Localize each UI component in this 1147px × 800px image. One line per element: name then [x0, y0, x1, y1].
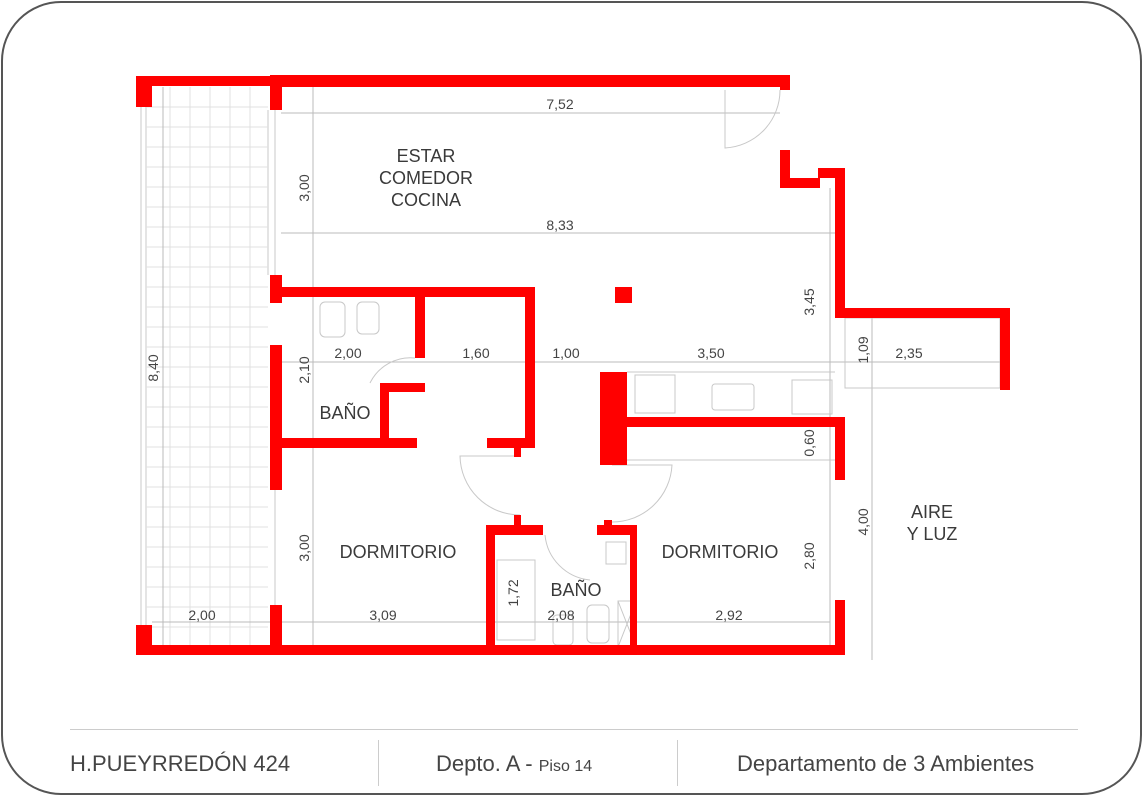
dim-bath2-width: 2,08: [547, 607, 574, 623]
label-aire: AIRE: [911, 502, 953, 522]
room-label-cocina: COCINA: [391, 190, 461, 210]
entry-door-swing: [724, 89, 781, 149]
dimension-labels: 7,52 8,33 3,00 3,45 8,40 2,00 2,10 1,60 …: [145, 96, 923, 623]
dim-kitchen-width: 3,50: [697, 345, 724, 361]
bathtub-icon: [496, 559, 536, 641]
footer-floor: Piso 14: [538, 758, 593, 775]
room-label-comedor: COMEDOR: [379, 168, 473, 188]
dim-air-depth: 4,00: [855, 508, 871, 535]
footer-unit-label: Depto. A -: [436, 751, 533, 776]
footer-address: H.PUEYRREDÓN 424: [70, 751, 291, 776]
dim-laundry-width: 2,35: [895, 345, 922, 361]
dim-top-width: 7,52: [546, 96, 573, 112]
footer-type: Departamento de 3 Ambientes: [737, 751, 1035, 776]
dim-hall-width: 1,00: [552, 345, 579, 361]
dim-balcony-width: 2,00: [188, 607, 215, 623]
room-label-bedroom2: DORMITORIO: [662, 542, 779, 562]
room-labels: ESTAR COMEDOR COCINA BAÑO BAÑO DORMITORI…: [319, 146, 957, 600]
footer-unit: Depto. A - Piso 14: [436, 751, 592, 777]
dim-laundry-depth: 1,09: [855, 336, 871, 363]
bedroom1-door-swing: [459, 455, 521, 516]
footer-separator: [378, 740, 379, 786]
dim-bedroom2-depth: 2,80: [801, 542, 817, 569]
label-y-luz: Y LUZ: [907, 524, 958, 544]
toilet2-icon: [586, 604, 610, 644]
footer-separator: [677, 740, 678, 786]
dim-bath2-depth: 1,72: [505, 579, 521, 606]
footer-divider: [70, 729, 1078, 730]
dim-bath1-depth: 2,10: [296, 356, 312, 383]
bedroom2-door-swing: [611, 464, 673, 523]
room-label-bedroom1: DORMITORIO: [340, 542, 457, 562]
washbasin-icon: [605, 541, 627, 565]
room-label-bath1: BAÑO: [319, 402, 370, 423]
dim-closet-width: 1,60: [462, 345, 489, 361]
dim-living-depth: 3,00: [296, 174, 312, 201]
stove-icon: [791, 379, 833, 415]
dim-bath1-width: 2,00: [334, 345, 361, 361]
dim-kitchen-depth: 0,60: [801, 429, 817, 456]
bath2-door-swing: [544, 534, 591, 581]
counter-icon: [634, 374, 676, 414]
column: [615, 287, 632, 303]
dim-right-depth: 3,45: [801, 288, 817, 315]
bidet-icon: [356, 301, 380, 335]
balcony-floor-grid: [140, 87, 276, 645]
bath1-door-swing: [369, 357, 416, 384]
room-label-estar: ESTAR: [397, 146, 456, 166]
dim-living-width: 8,33: [546, 217, 573, 233]
dim-balcony-length: 8,40: [145, 354, 161, 381]
dim-bedroom1-depth: 3,00: [296, 534, 312, 561]
dim-bedroom1-width: 3,09: [369, 607, 396, 623]
walls: [136, 75, 1010, 655]
dim-bedroom2-width: 2,92: [715, 607, 742, 623]
toilet-icon: [319, 301, 346, 338]
sink-icon: [711, 383, 755, 411]
room-label-bath2: BAÑO: [550, 579, 601, 600]
